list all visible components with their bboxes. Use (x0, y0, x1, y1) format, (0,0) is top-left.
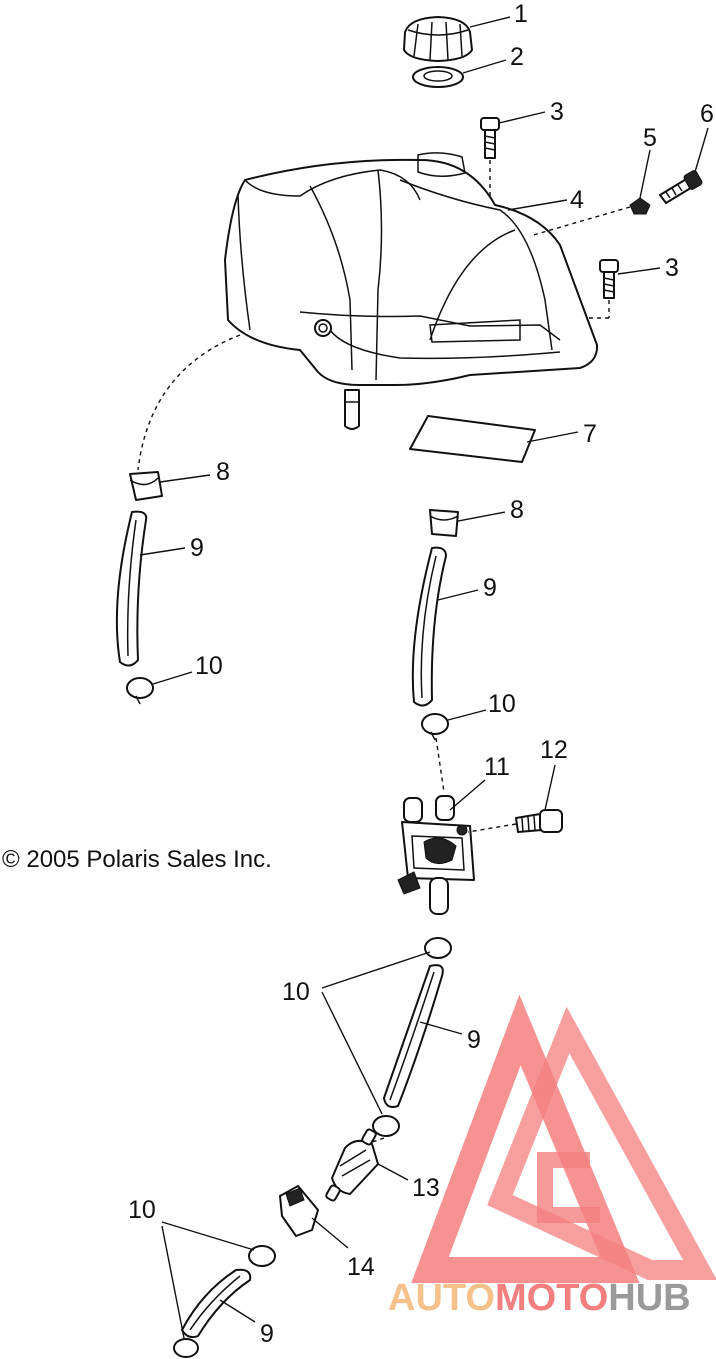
callout-4: 4 (570, 186, 584, 214)
callout-10-middle: 10 (488, 690, 516, 718)
callout-10-bottom: 10 (128, 1196, 156, 1224)
part-clamp-left (129, 471, 163, 501)
part-hose-bottom (181, 1268, 252, 1339)
watermark-auto: AUTO (388, 1277, 495, 1319)
part-fuel-cap (403, 16, 473, 62)
part-fuel-valve (397, 795, 475, 915)
callout-10-lower: 10 (282, 978, 310, 1006)
part-hose-middle (411, 546, 447, 707)
watermark-hub: HUB (608, 1277, 690, 1319)
watermark-moto: MOTO (495, 1277, 608, 1319)
callout-9-lower: 9 (467, 1026, 481, 1054)
callout-1: 1 (514, 0, 528, 28)
callout-2: 2 (510, 43, 524, 71)
callout-3-upper: 3 (550, 98, 564, 126)
callout-9-middle: 9 (483, 574, 497, 602)
part-hose-clamp-middle (421, 713, 449, 741)
callout-12: 12 (540, 736, 568, 764)
part-screw-lower (599, 259, 619, 299)
part-hose-clamp-lower-top (424, 937, 452, 959)
part-fuel-filter (325, 1128, 379, 1202)
part-hose-clamp-bottom-top (248, 1245, 276, 1267)
part-hose-clamp-bottom-bottom (173, 1338, 199, 1358)
watermark-logo: AUTOMOTOHUB (388, 994, 716, 1319)
callout-9-left: 9 (190, 534, 204, 562)
callout-7: 7 (583, 420, 597, 448)
copyright-text: © 2005 Polaris Sales Inc. (2, 846, 272, 873)
part-hose-lower (383, 964, 444, 1108)
callout-14: 14 (347, 1253, 375, 1281)
callout-3-lower: 3 (665, 254, 679, 282)
part-clamp-middle (429, 509, 459, 537)
callout-labels: 1 2 3 3 4 5 6 7 8 8 9 9 9 9 10 10 10 10 … (128, 0, 714, 1348)
part-hose-left (115, 510, 148, 667)
svg-text:AUTOMOTOHUB: AUTOMOTOHUB (388, 1277, 691, 1319)
callout-13: 13 (412, 1174, 440, 1202)
part-cap-gasket (412, 66, 464, 88)
callout-8-left: 8 (216, 458, 230, 486)
part-hose-clamp-lower-bottom (372, 1115, 400, 1137)
part-grommet (629, 197, 651, 215)
part-decal (409, 415, 536, 463)
callout-5: 5 (643, 124, 657, 152)
part-hose-clamp-left (126, 677, 154, 705)
callout-9-bottom: 9 (260, 1320, 274, 1348)
callout-6: 6 (700, 100, 714, 128)
callout-11: 11 (484, 753, 510, 781)
part-mounting-bolt (659, 170, 703, 204)
part-filter-clip (279, 1185, 319, 1237)
part-fuel-tank (224, 152, 599, 430)
part-valve-bolt (515, 809, 563, 833)
callout-10-left: 10 (195, 652, 223, 680)
callout-8-middle: 8 (510, 496, 524, 524)
part-screw-upper (480, 117, 500, 159)
